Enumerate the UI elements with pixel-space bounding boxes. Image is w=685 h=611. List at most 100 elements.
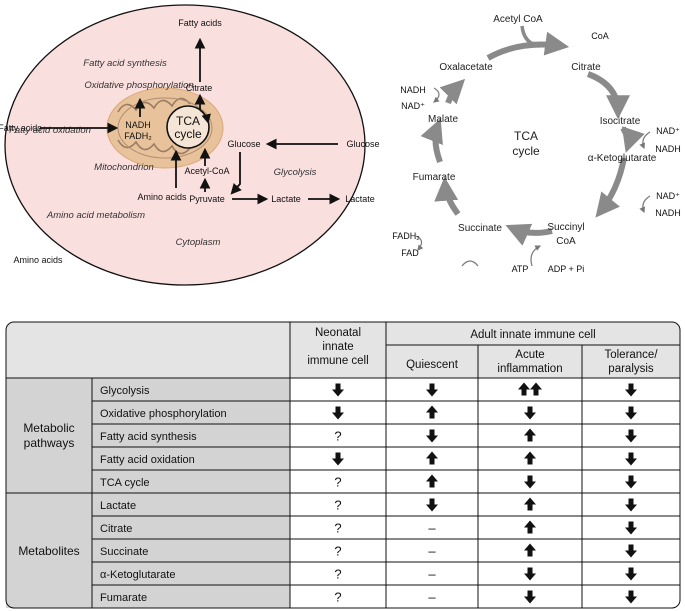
col-neonatal-line2: innate (322, 341, 353, 353)
row-label: Fatty acid oxidation (100, 454, 195, 466)
tca-succinyl-line2: CoA (556, 236, 576, 247)
table-row-labels: Glycolysis Oxidative phosphorylation Fat… (100, 385, 227, 604)
unknown-mark: ? (334, 521, 341, 536)
amino-acids-outside-label: Amino acids (13, 255, 63, 265)
acetyl-coa-cell-label: Acetyl-CoA (184, 166, 229, 176)
tca-citrate: Citrate (571, 62, 601, 73)
down-arrow-icon (625, 498, 637, 512)
no-change-mark: – (428, 521, 436, 536)
up-arrow-icon (426, 405, 438, 419)
tca-center-line1: TCA (514, 129, 538, 143)
tca-arc-succinyl-succinate (505, 223, 553, 246)
down-arrow-icon (426, 498, 438, 512)
tca-center-line2: cycle (512, 144, 540, 158)
tca-oxalacetate: Oxalacetate (439, 62, 493, 73)
tca-cycle-arrow (199, 109, 211, 124)
group-metabolic-line1: Metabolic (23, 421, 74, 435)
up-arrow-icon (524, 520, 536, 534)
cytoplasm-label: Cytoplasm (176, 237, 221, 248)
glycolysis-label: Glycolysis (274, 167, 317, 178)
group-metabolites: Metabolites (18, 544, 79, 558)
down-arrow-icon (625, 544, 637, 558)
row-label: Oxidative phosphorylation (100, 408, 227, 420)
row-label: Fumarate (100, 592, 147, 604)
unknown-mark: ? (334, 475, 341, 490)
col-acute-line1: Acute (515, 349, 544, 361)
glucose-outside-label: Glucose (346, 139, 379, 149)
col-quiescent: Quiescent (406, 359, 459, 371)
cell-arrows (40, 37, 341, 205)
down-arrow-icon (332, 452, 344, 466)
fadh2-cell-label: FADH₂ (124, 131, 152, 141)
table-header-bg (6, 322, 680, 378)
tca-cycle-circle (166, 105, 210, 149)
mitochondrion-label: Mitochondrion (94, 162, 154, 173)
tca-nadh-right1: NADH (655, 144, 681, 154)
tca-arc-succinate-fumarate (434, 176, 461, 216)
col-adult-header: Adult innate immune cell (470, 329, 595, 341)
down-arrow-icon (625, 475, 637, 489)
tca-acetylcoa-in (520, 25, 541, 48)
table-frame (5, 321, 681, 609)
tca-nad-right2: NAD⁺ (656, 191, 680, 201)
down-arrow-icon (625, 429, 637, 443)
tca-malate: Malate (428, 114, 458, 125)
down-arrow-icon (524, 406, 536, 420)
tca-atp: ATP (512, 264, 529, 274)
tca-nadh-right2: NADH (655, 208, 681, 218)
pyruvate-label: Pyruvate (189, 194, 225, 204)
up-arrow-icon (426, 451, 438, 465)
col-tolerance-line1: Tolerance/ (604, 349, 658, 361)
down-arrow-icon (625, 452, 637, 466)
down-arrow-icon (625, 383, 637, 397)
down-arrow-icon (625, 406, 637, 420)
tca-nad-right1: NAD⁺ (656, 126, 680, 136)
unknown-mark: ? (334, 567, 341, 582)
cell-diagram: Fatty acids Fatty acid synthesis Oxidati… (0, 4, 380, 286)
tca-cycle-line1: TCA (176, 114, 200, 128)
unknown-mark: ? (334, 429, 341, 444)
up-arrow-icon (524, 497, 536, 511)
row-label: Succinate (100, 546, 148, 558)
down-arrow-icon (625, 567, 637, 581)
tca-acetyl-coa: Acetyl CoA (493, 14, 543, 25)
row-label: Fatty acid synthesis (100, 431, 197, 443)
amino-acid-metabolism-label: Amino acid metabolism (46, 210, 145, 221)
table-grid (6, 322, 680, 608)
tca-adp-pi: ADP + Pi (548, 264, 585, 274)
tca-arc-fumarate-malate (420, 118, 443, 164)
down-arrow-icon (625, 521, 637, 535)
col-neonatal-line3: immune cell (307, 355, 368, 367)
glucose-inside-label: Glucose (227, 139, 260, 149)
down-arrow-icon (524, 475, 536, 489)
col-tolerance-line2: paralysis (608, 363, 654, 375)
tca-nad-left: NAD⁺ (401, 101, 425, 111)
up-arrow-icon (524, 543, 536, 557)
unknown-mark: ? (334, 590, 341, 605)
lactate-outside-label: Lactate (345, 194, 375, 204)
top-fatty-acids-label: Fatty acids (178, 18, 222, 28)
row-label: Lactate (100, 500, 136, 512)
down-arrow-icon (332, 406, 344, 420)
down-arrow-icon (426, 383, 438, 397)
down-arrow-icon (625, 590, 637, 604)
no-change-mark: – (428, 567, 436, 582)
tca-diagram: Acetyl CoA CoA Oxalacetate Citrate NADH … (392, 14, 681, 274)
no-change-mark: – (428, 590, 436, 605)
fatty-acid-synthesis-label: Fatty acid synthesis (83, 58, 167, 69)
tca-arc-oxalacetate-citrate (486, 31, 570, 61)
down-arrow-icon (524, 567, 536, 581)
tca-succinyl-line1: Succinyl (547, 222, 584, 233)
tca-succinate: Succinate (458, 223, 502, 234)
tca-isocitrate: Isocitrate (600, 116, 641, 127)
up-arrow-icon (426, 474, 438, 488)
down-arrow-icon (332, 383, 344, 397)
tca-nadh-left: NADH (400, 85, 426, 95)
tca-fadh2: FADH₂ (392, 231, 420, 241)
tca-cycle-line2: cycle (174, 127, 202, 141)
up-arrow-icon (518, 382, 530, 396)
group-metabolic-line2: pathways (24, 436, 75, 450)
up-arrow-icon (524, 451, 536, 465)
row-label: Citrate (100, 523, 132, 535)
